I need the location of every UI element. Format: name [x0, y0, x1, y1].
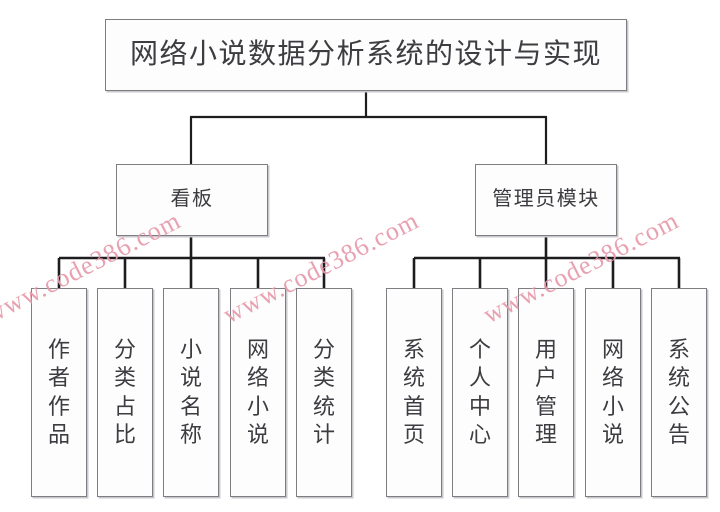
node-user-management-label: 用户管理 [534, 337, 557, 447]
node-user-management: 用户管理 [518, 288, 574, 497]
node-author-works-label: 作者作品 [47, 337, 70, 447]
node-admin-module: 管理员模块 [475, 164, 617, 236]
node-system-home-label: 系统首页 [402, 337, 425, 447]
node-system-notice-label: 系统公告 [667, 337, 690, 447]
node-category-statistic-label: 分类统计 [312, 337, 335, 447]
node-web-novel-admin: 网络小说 [585, 288, 641, 497]
node-dashboard: 看板 [116, 164, 268, 236]
node-category-ratio: 分类占比 [97, 288, 153, 497]
node-category-ratio-label: 分类占比 [113, 337, 136, 447]
node-web-novel-label: 网络小说 [246, 337, 269, 447]
node-novel-name: 小说名称 [163, 288, 219, 497]
node-admin-module-label: 管理员模块 [492, 188, 600, 211]
node-system-notice: 系统公告 [651, 288, 707, 497]
node-personal-center: 个人中心 [452, 288, 508, 497]
node-root-label: 网络小说数据分析系统的设计与实现 [129, 38, 602, 70]
node-novel-name-label: 小说名称 [179, 337, 202, 447]
node-dashboard-label: 看板 [170, 188, 214, 211]
node-system-home: 系统首页 [386, 288, 442, 497]
node-personal-center-label: 个人中心 [468, 337, 491, 447]
node-web-novel-admin-label: 网络小说 [601, 337, 624, 447]
node-root-title: 网络小说数据分析系统的设计与实现 [105, 19, 627, 91]
node-category-statistic: 分类统计 [296, 288, 352, 497]
node-web-novel: 网络小说 [230, 288, 286, 497]
node-author-works: 作者作品 [31, 288, 87, 497]
